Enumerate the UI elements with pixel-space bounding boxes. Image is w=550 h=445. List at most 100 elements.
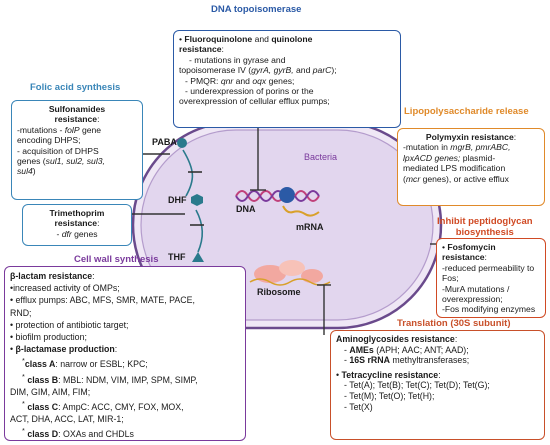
section-dna-topoisomerase: DNA topoisomerase	[211, 4, 302, 15]
po-l4c: genes), or active efflux	[420, 173, 509, 184]
po-l2b: plasmid-	[460, 152, 496, 163]
paba-molecule-icon	[177, 138, 187, 148]
trimethoprim-title-2b: :	[97, 218, 100, 229]
trimethoprim-title-2: resistance:	[28, 218, 126, 228]
aminoglycosides-line2: - 16S rRNA methyltransferases;	[344, 355, 470, 366]
sulfonamides-title-2: resistance:	[17, 114, 137, 124]
betalactam-line4: • protection of antibiotic target;	[10, 319, 129, 330]
fluoroquinolone-resistance-box: • Fluoroquinolone and quinolone resistan…	[173, 30, 401, 128]
po-l4b: mcr	[405, 173, 421, 184]
betalactam-line3: RND;	[10, 307, 32, 318]
su-l1b: folP	[64, 124, 80, 135]
aminoglycosides-title: Aminoglycosides resistance:	[336, 334, 539, 345]
betalactam-line10: * class C: AmpC: ACC, CMY, FOX, MOX,	[22, 398, 184, 412]
trimethoprim-title-2a: resistance	[54, 218, 98, 229]
fluoroquinolone-title: • Fluoroquinolone and quinolone	[179, 34, 313, 44]
fosfomycin-line1: -reduced permeability to	[442, 262, 535, 273]
mrna-strand-icon	[282, 205, 320, 217]
bl-l8a: class B	[27, 374, 59, 385]
fluoroquinolone-title-c: quinolone	[271, 34, 313, 44]
sulfonamides-title: Sulfonamides	[48, 104, 106, 114]
su-l4b: sul1, sul2, sul3,	[45, 156, 105, 167]
tr-l1c: genes	[71, 228, 98, 239]
sulfonamides-title-2b: :	[97, 114, 100, 125]
bl-l6a: •	[10, 344, 16, 355]
ag-l2b: methyltransferases;	[389, 355, 470, 366]
section-cell-wall: Cell wall synthesis	[74, 254, 159, 265]
thf-molecule-icon	[192, 252, 204, 262]
tc-title-b: :	[438, 369, 441, 380]
fluoroquinolone-line5: overexpression of cellular efflux pumps;	[179, 96, 330, 107]
ribosome-subunit-2	[301, 269, 323, 283]
bl-l12b: : OXAs and CHDLs	[58, 429, 134, 440]
section-peptidoglycan-line2: biosynthesis	[455, 227, 514, 238]
dna-helix-strand-2	[235, 190, 285, 202]
mrna-strand-ribosome	[249, 278, 331, 286]
fq-l2b: gyrA, gyrB,	[251, 65, 294, 76]
sulfonamides-line1: -mutations - folP gene	[17, 125, 137, 135]
bl-l10b: : AmpC: ACC, CMY, FOX, MOX,	[58, 401, 184, 412]
ribosome-subunit	[279, 260, 305, 276]
polymyxin-title-b: :	[513, 132, 517, 142]
betalactam-line12: * class D: OXAs and CHDLs	[22, 426, 134, 440]
su-l4a: genes (	[17, 156, 46, 167]
dhf-molecule-icon	[191, 194, 203, 206]
su-l1c: gene	[79, 124, 102, 135]
section-peptidoglycan: Inhibit peptidoglycan biosynthesis	[437, 216, 533, 238]
betalactam-line9: DIM, GIM, AIM, FIM;	[10, 386, 91, 397]
tetracycline-line3: - Tet(X)	[344, 401, 373, 412]
fosfomycin-title: • Fosfomycin resistance:	[442, 242, 496, 263]
sulfonamides-resistance-box: Sulfonamides resistance: -mutations - fo…	[11, 100, 143, 200]
fluoroquinolone-title-e: :	[221, 44, 224, 55]
fq-l3d: oqx	[252, 75, 267, 86]
folate-pathway-arrow-2	[195, 209, 204, 253]
fq-l3a: - PMQR:	[185, 75, 221, 86]
bl-l10a: class C	[27, 401, 59, 412]
aminoglycosides-line1: - AMEs (APH; AAC; ANT; AAD);	[344, 344, 469, 355]
trimethoprim-line1: - dfr genes	[28, 229, 126, 239]
fq-l2c: and	[293, 65, 313, 76]
betalactam-line6: • β-lactamase production:	[10, 343, 240, 355]
betalactam-line5: • biofilm production;	[10, 332, 87, 343]
fluoroquinolone-title-2: resistance:	[179, 44, 395, 54]
trimethoprim-resistance-box: Trimethoprim resistance: - dfr genes	[22, 204, 132, 246]
po-l1b: mgrB, pmrABC,	[450, 142, 511, 153]
fluoroquinolone-title-b: and	[252, 34, 272, 44]
su-l5b: )	[32, 166, 36, 177]
sulfonamides-title-2a: resistance	[54, 114, 98, 125]
bl-l8b: : MBL: NDM, VIM, IMP, SPM, SIMP,	[58, 374, 198, 385]
folate-pathway-arrow	[182, 149, 194, 197]
su-l1a: -mutations -	[17, 124, 65, 135]
tetracycline-title: • Tetracycline resistance:	[336, 369, 441, 380]
fluoroquinolone-title-a: Fluoroquinolone	[184, 34, 253, 44]
fosfomycin-line4: overexpression;	[442, 294, 503, 305]
polymyxin-line2: lpxACD genes; plasmid-	[403, 153, 539, 163]
polymerase-icon	[279, 187, 295, 203]
po-l2a: lpxACD genes;	[403, 152, 461, 163]
label-bacteria: Bacteria	[304, 152, 338, 162]
tr-l1a: -	[56, 228, 62, 239]
po-l4a: (	[403, 173, 406, 184]
betalactam-line7: *class A: narrow or ESBL; KPC;	[22, 356, 148, 370]
bl-l7b: : narrow or ESBL; KPC;	[55, 359, 148, 370]
bl-l7a: class A	[24, 359, 56, 370]
label-paba: PABA	[152, 137, 177, 147]
fq-l2a: topoisomerase IV (	[179, 65, 252, 76]
fq-l2e: );	[331, 65, 337, 76]
fluoroquinolone-title-d: resistance	[179, 44, 222, 55]
tetracycline-line2: - Tet(M); Tet(O); Tet(H);	[344, 390, 435, 401]
dna-helix-tail-2	[294, 190, 320, 202]
ag-title-b: :	[454, 334, 458, 344]
betalactam-line2: • efflux pumps: ABC, MFS, SMR, MATE, PAC…	[10, 295, 195, 306]
polymyxin-resistance-box: Polymyxin resistance: -mutation in mgrB,…	[397, 128, 545, 206]
section-peptidoglycan-line1: Inhibit peptidoglycan	[437, 216, 533, 227]
fosfomycin-title-b: :	[484, 252, 487, 263]
fosfomycin-title-a: Fosfomycin resistance	[442, 242, 496, 263]
polymyxin-line4: (mcr genes), or active efflux	[403, 174, 539, 184]
polymyxin-title-a: Polymyxin resistance	[425, 132, 514, 142]
tetracycline-line1: - Tet(A); Tet(B); Tet(C); Tet(D); Tet(G)…	[344, 380, 490, 391]
fluoroquinolone-line3: - PMQR: qnr and oqx genes;	[179, 76, 395, 86]
sulfonamides-line2: encoding DHPS;	[17, 135, 81, 146]
sulfonamides-line4: genes (sul1, sul2, sul3,	[17, 156, 137, 166]
betalactam-line8: * class B: MBL: NDM, VIM, IMP, SPM, SIMP…	[22, 371, 198, 385]
